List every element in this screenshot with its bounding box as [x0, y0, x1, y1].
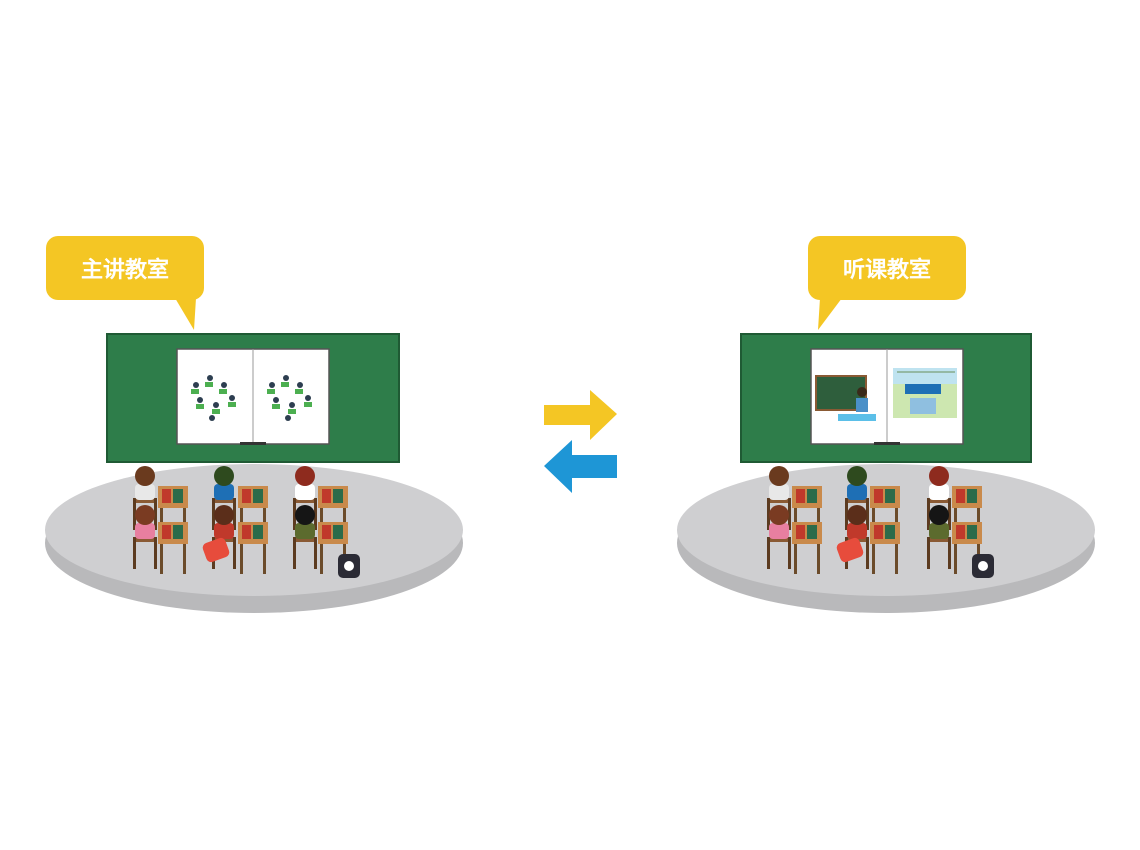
screen-icon	[810, 348, 964, 445]
speech-bubble-icon	[46, 236, 204, 330]
speech-bubble-icon	[808, 236, 966, 330]
right-classroom: 听课教室	[677, 236, 1095, 613]
teacher-icon	[815, 375, 876, 421]
backpack-icon	[202, 537, 360, 578]
screen-icon	[176, 348, 330, 445]
right-room-label: 听课教室	[843, 257, 931, 283]
left-classroom: 主讲教室	[45, 236, 463, 613]
student-icon	[767, 466, 951, 569]
arrow-right-icon	[544, 390, 617, 440]
arrow-left-icon	[544, 440, 617, 493]
backpack-icon	[836, 537, 994, 578]
student-icon	[133, 466, 317, 569]
left-room-label: 主讲教室	[81, 257, 169, 283]
